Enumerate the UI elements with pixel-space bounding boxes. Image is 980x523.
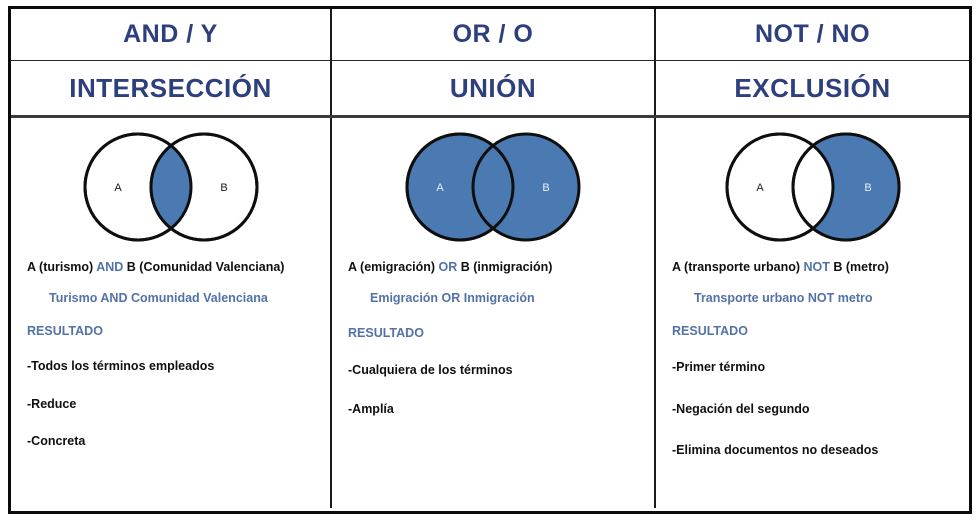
equation-operator: NOT (803, 260, 830, 274)
set-name-cell-exclusion: EXCLUSIÓN (656, 61, 969, 115)
equation-suffix: B (metro) (829, 260, 889, 274)
venn-diagram-exclusion: A B (656, 118, 969, 246)
operator-label-or: OR / O (452, 20, 534, 48)
venn-diagram-intersection: A B (11, 118, 330, 246)
set-name-label-interseccion: INTERSECCIÓN (69, 72, 272, 103)
result-label-not: RESULTADO (672, 323, 748, 338)
content-cell-not: A B A (transporte urbano) NOT B (metro) … (656, 118, 969, 508)
bullet-item: -Elimina documentos no deseados (672, 443, 879, 458)
result-label-or: RESULTADO (348, 325, 424, 340)
phrase-and: Turismo AND Comunidad Valenciana (49, 290, 268, 305)
venn-circle-a-outline (405, 132, 515, 242)
venn-b-minus-a-fill (792, 134, 899, 240)
venn-label-b: B (864, 182, 871, 194)
venn-label-a: A (756, 182, 764, 194)
bullet-item: -Negación del segundo (672, 401, 810, 416)
equation-prefix: A (emigración) (348, 260, 439, 274)
set-name-label-union: UNIÓN (449, 72, 537, 103)
venn-diagram-union: A B (332, 118, 654, 246)
venn-svg-intersection: A B (83, 132, 258, 242)
equation-prefix: A (transporte urbano) (672, 260, 804, 274)
bullet-item: -Primer término (672, 359, 766, 374)
operator-label-and: AND / Y (123, 20, 218, 48)
venn-circle-a-outline (83, 132, 192, 242)
venn-label-b: B (542, 182, 549, 194)
venn-overlap-fill (150, 134, 191, 240)
equation-and: A (turismo) AND B (Comunidad Valenciana) (27, 259, 314, 276)
equation-prefix: A (turismo) (27, 260, 97, 274)
operator-header-cell-not: NOT / NO (656, 9, 969, 60)
venn-svg-union: A B (405, 132, 581, 242)
bullet-item: -Todos los términos empleados (27, 358, 215, 373)
operator-label-not: NOT / NO (754, 20, 871, 48)
set-name-label-exclusion: EXCLUSIÓN (734, 72, 891, 103)
boolean-operators-table: AND / Y OR / O NOT / NO INTERSECCIÓN UNI… (8, 6, 972, 514)
venn-svg-exclusion: A B (725, 132, 900, 242)
venn-circle-b (471, 132, 581, 242)
set-name-cell-union: UNIÓN (332, 61, 656, 115)
text-block-or: A (emigración) OR B (inmigración) Emigra… (332, 259, 654, 417)
venn-label-a: A (114, 182, 122, 194)
text-block-and: A (turismo) AND B (Comunidad Valenciana)… (11, 259, 330, 450)
venn-label-a: A (436, 182, 444, 194)
venn-circle-b-outline (791, 132, 900, 242)
content-cell-and: A B A (turismo) AND B (Comunidad Valenci… (11, 118, 332, 508)
equation-operator: AND (96, 260, 124, 274)
operator-header-cell-and: AND / Y (11, 9, 332, 60)
operator-header-cell-or: OR / O (332, 9, 656, 60)
bullet-item: -Amplía (348, 401, 394, 416)
equation-suffix: B (Comunidad Valenciana) (123, 260, 285, 274)
equation-not: A (transporte urbano) NOT B (metro) (672, 259, 953, 276)
content-row: A B A (turismo) AND B (Comunidad Valenci… (11, 118, 969, 508)
content-cell-or: A B A (emigración) OR B (inmigración) Em… (332, 118, 656, 508)
phrase-or: Emigración OR Inmigración (370, 290, 535, 305)
result-label-and: RESULTADO (27, 323, 103, 338)
venn-label-b: B (220, 182, 227, 194)
operator-header-row: AND / Y OR / O NOT / NO (11, 9, 969, 61)
venn-circle-a-outline (725, 132, 834, 242)
phrase-not: Transporte urbano NOT metro (694, 290, 873, 305)
set-name-cell-interseccion: INTERSECCIÓN (11, 61, 332, 115)
set-name-header-row: INTERSECCIÓN UNIÓN EXCLUSIÓN (11, 61, 969, 118)
equation-or: A (emigración) OR B (inmigración) (348, 259, 638, 276)
bullet-item: -Cualquiera de los términos (348, 362, 513, 377)
equation-suffix: B (inmigración) (457, 260, 553, 274)
venn-circle-b-outline (149, 132, 258, 242)
bullet-item: -Concreta (27, 434, 86, 449)
bullet-item: -Reduce (27, 396, 77, 411)
text-block-not: A (transporte urbano) NOT B (metro) Tran… (656, 259, 969, 459)
equation-operator: OR (438, 260, 458, 274)
